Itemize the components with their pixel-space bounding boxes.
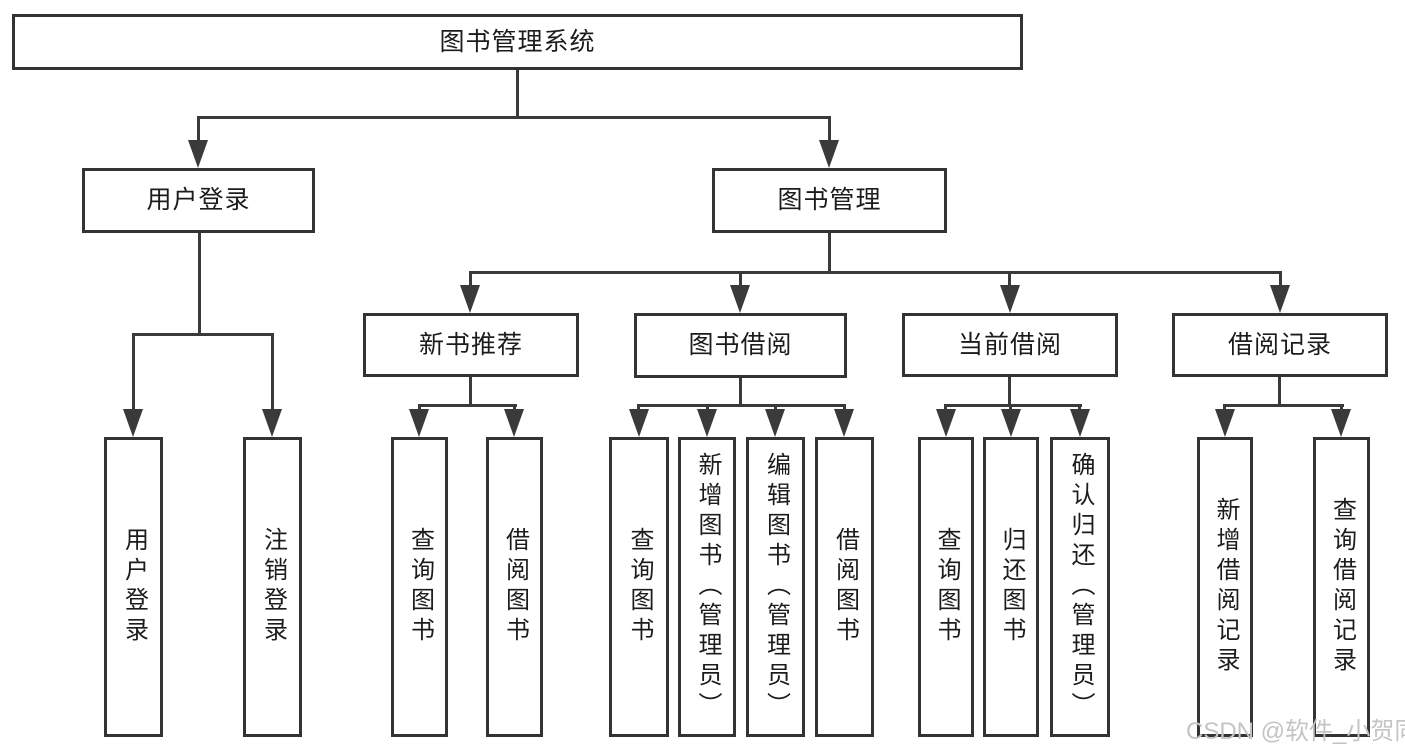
node-book-borrowing: 图书借阅	[634, 313, 847, 378]
node-label: 图书管理	[777, 186, 882, 214]
node-label: 图书管理系统	[439, 27, 596, 56]
node-confirm-return-admin: 确认归还（管理员）	[1050, 437, 1110, 737]
connector-drop-book-borrowing	[739, 271, 742, 290]
node-return-books: 归还图书	[983, 437, 1039, 737]
node-label: 新增借阅记录	[1212, 497, 1239, 677]
arrowhead-icon	[1000, 285, 1020, 313]
arrowhead-icon	[460, 285, 480, 313]
node-query-borrow-record: 查询借阅记录	[1313, 437, 1370, 737]
connector-drop-logout	[271, 333, 274, 413]
node-query-books-borrowing: 查询图书	[609, 437, 669, 737]
node-label: 查询图书	[406, 527, 434, 647]
connector-root-stem	[516, 67, 519, 119]
connector-book-borrowing-rail	[637, 404, 846, 407]
node-label: 图书借阅	[688, 331, 793, 359]
connector-drop-user-login	[132, 333, 135, 413]
connector-borrow-records-rail	[1223, 404, 1344, 407]
node-add-borrow-record: 新增借阅记录	[1197, 437, 1253, 737]
node-borrow-books: 借阅图书	[815, 437, 874, 737]
node-label: 查询图书	[626, 527, 653, 647]
node-query-books-recommend: 查询图书	[391, 437, 448, 737]
arrowhead-icon	[697, 409, 717, 437]
connector-drop-book-management	[828, 116, 831, 144]
arrowhead-icon	[1331, 409, 1351, 437]
connector-new-book-rail	[418, 404, 517, 407]
node-label: 编辑图书（管理员）	[762, 452, 790, 722]
node-label: 新书推荐	[418, 330, 523, 359]
node-new-book-recommendation: 新书推荐	[363, 313, 579, 377]
connector-current-borrowing-stem	[1008, 375, 1011, 407]
watermark-text: CSDN @软件_小贺同学	[1186, 718, 1405, 745]
connector-borrow-records-stem	[1278, 375, 1281, 407]
node-edit-books-admin: 编辑图书（管理员）	[746, 437, 805, 737]
node-label: 借阅图书	[831, 527, 859, 647]
node-borrowing-records: 借阅记录	[1172, 313, 1388, 377]
connector-new-book-stem	[469, 375, 472, 407]
arrowhead-icon	[819, 140, 839, 168]
connector-book-management-stem	[828, 231, 831, 274]
arrowhead-icon	[123, 409, 143, 437]
node-library-management-system: 图书管理系统	[12, 14, 1023, 70]
arrowhead-icon	[765, 409, 785, 437]
connector-root-rail	[197, 116, 831, 119]
arrowhead-icon	[629, 409, 649, 437]
node-add-books-admin: 新增图书（管理员）	[678, 437, 736, 737]
node-label: 借阅记录	[1227, 330, 1332, 359]
node-label: 借阅图书	[501, 527, 529, 647]
connector-user-login-rail	[132, 333, 274, 336]
node-user-login: 用户登录	[104, 437, 163, 737]
arrowhead-icon	[1270, 285, 1290, 313]
connector-drop-new-book	[469, 271, 472, 290]
node-label: 新增图书（管理员）	[694, 452, 721, 722]
arrowhead-icon	[834, 409, 854, 437]
connector-drop-current-borrowing	[1008, 271, 1011, 290]
node-label: 归还图书	[998, 527, 1025, 647]
arrowhead-icon	[262, 409, 282, 437]
node-label: 用户登录	[120, 527, 148, 647]
arrowhead-icon	[504, 409, 524, 437]
connector-drop-borrow-records	[1279, 271, 1282, 290]
node-query-books-current: 查询图书	[918, 437, 974, 737]
node-book-management: 图书管理	[712, 168, 947, 233]
node-user-login-group: 用户登录	[82, 168, 315, 233]
arrowhead-icon	[1070, 409, 1090, 437]
connector-user-login-stem	[198, 231, 201, 336]
node-logout: 注销登录	[243, 437, 302, 737]
arrowhead-icon	[409, 409, 429, 437]
node-label: 查询借阅记录	[1328, 497, 1356, 677]
node-label: 当前借阅	[957, 330, 1062, 359]
connector-book-management-rail	[469, 271, 1282, 274]
node-borrow-books-recommend: 借阅图书	[486, 437, 543, 737]
connector-book-borrowing-stem	[739, 375, 742, 407]
connector-current-borrowing-rail	[944, 404, 1082, 407]
arrowhead-icon	[1215, 409, 1235, 437]
node-label: 注销登录	[259, 527, 287, 647]
node-current-borrowing: 当前借阅	[902, 313, 1118, 377]
arrowhead-icon	[188, 140, 208, 168]
arrowhead-icon	[1001, 409, 1021, 437]
node-label: 查询图书	[933, 527, 960, 647]
node-label: 用户登录	[146, 186, 251, 214]
connector-drop-user-login-group	[197, 116, 200, 144]
node-label: 确认归还（管理员）	[1067, 452, 1094, 722]
arrowhead-icon	[730, 285, 750, 313]
arrowhead-icon	[936, 409, 956, 437]
